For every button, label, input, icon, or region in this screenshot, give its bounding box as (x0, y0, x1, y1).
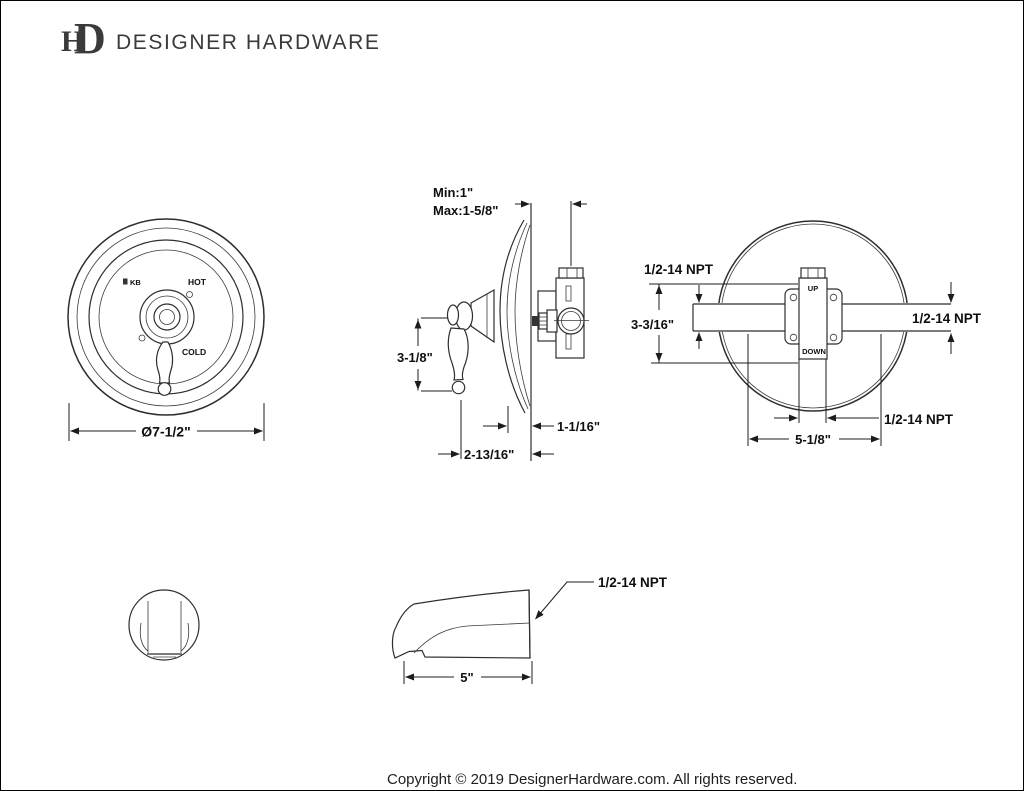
kb-logo-glyph (123, 278, 128, 285)
handle-length-dimension: 3-1/8" (397, 350, 433, 365)
spout-length-dimension: 5" (460, 670, 473, 685)
front-view: KB HOT COLD Ø7-1/2" (67, 218, 265, 441)
up-port-label: UP (808, 284, 818, 293)
overall-depth-dimension: 2-13/16" (464, 447, 514, 462)
back-view: UP DOWN 1/2-14 NPT 3-3/16" 1/2-14 NPT 1/… (631, 220, 982, 447)
brand-name: DESIGNER HARDWARE (116, 31, 381, 54)
logo-letter-d: D (74, 14, 106, 63)
plate-depth-dimension: 1-1/16" (557, 419, 600, 434)
valve-width-dimension: 5-1/8" (795, 432, 831, 447)
hot-label: HOT (188, 277, 207, 287)
max-depth-dimension: Max:1-5/8" (433, 203, 498, 218)
down-port-label: DOWN (802, 347, 826, 356)
spout-port-dimension: 1/2-14 NPT (598, 575, 668, 590)
min-depth-dimension: Min:1" (433, 185, 473, 200)
top-port-dimension: 1/2-14 NPT (644, 262, 714, 277)
diameter-dimension: Ø7-1/2" (141, 424, 190, 440)
copyright-notice: Copyright © 2019 DesignerHardware.com. A… (387, 771, 798, 788)
side-lever-handle (447, 327, 469, 381)
knob-front-view (128, 589, 200, 661)
bottom-port-dimension: 1/2-14 NPT (884, 412, 954, 427)
hot-indicator-dot (186, 291, 193, 298)
tub-spout-view: 1/2-14 NPT 5" (391, 575, 668, 685)
cold-indicator-dot (138, 334, 146, 342)
front-lever-handle (155, 341, 174, 384)
right-port-dimension: 1/2-14 NPT (912, 311, 982, 326)
designer-hardware-logo: D H (59, 17, 111, 65)
logo-letter-h: H (61, 25, 85, 58)
cold-label: COLD (182, 347, 206, 357)
side-view: Min:1" Max:1-5/8" 3-1/8" 1-1/16" 2-13/16… (397, 185, 600, 462)
kb-brand-mark-label: KB (130, 278, 141, 287)
port-height-dimension: 3-3/16" (631, 317, 674, 332)
